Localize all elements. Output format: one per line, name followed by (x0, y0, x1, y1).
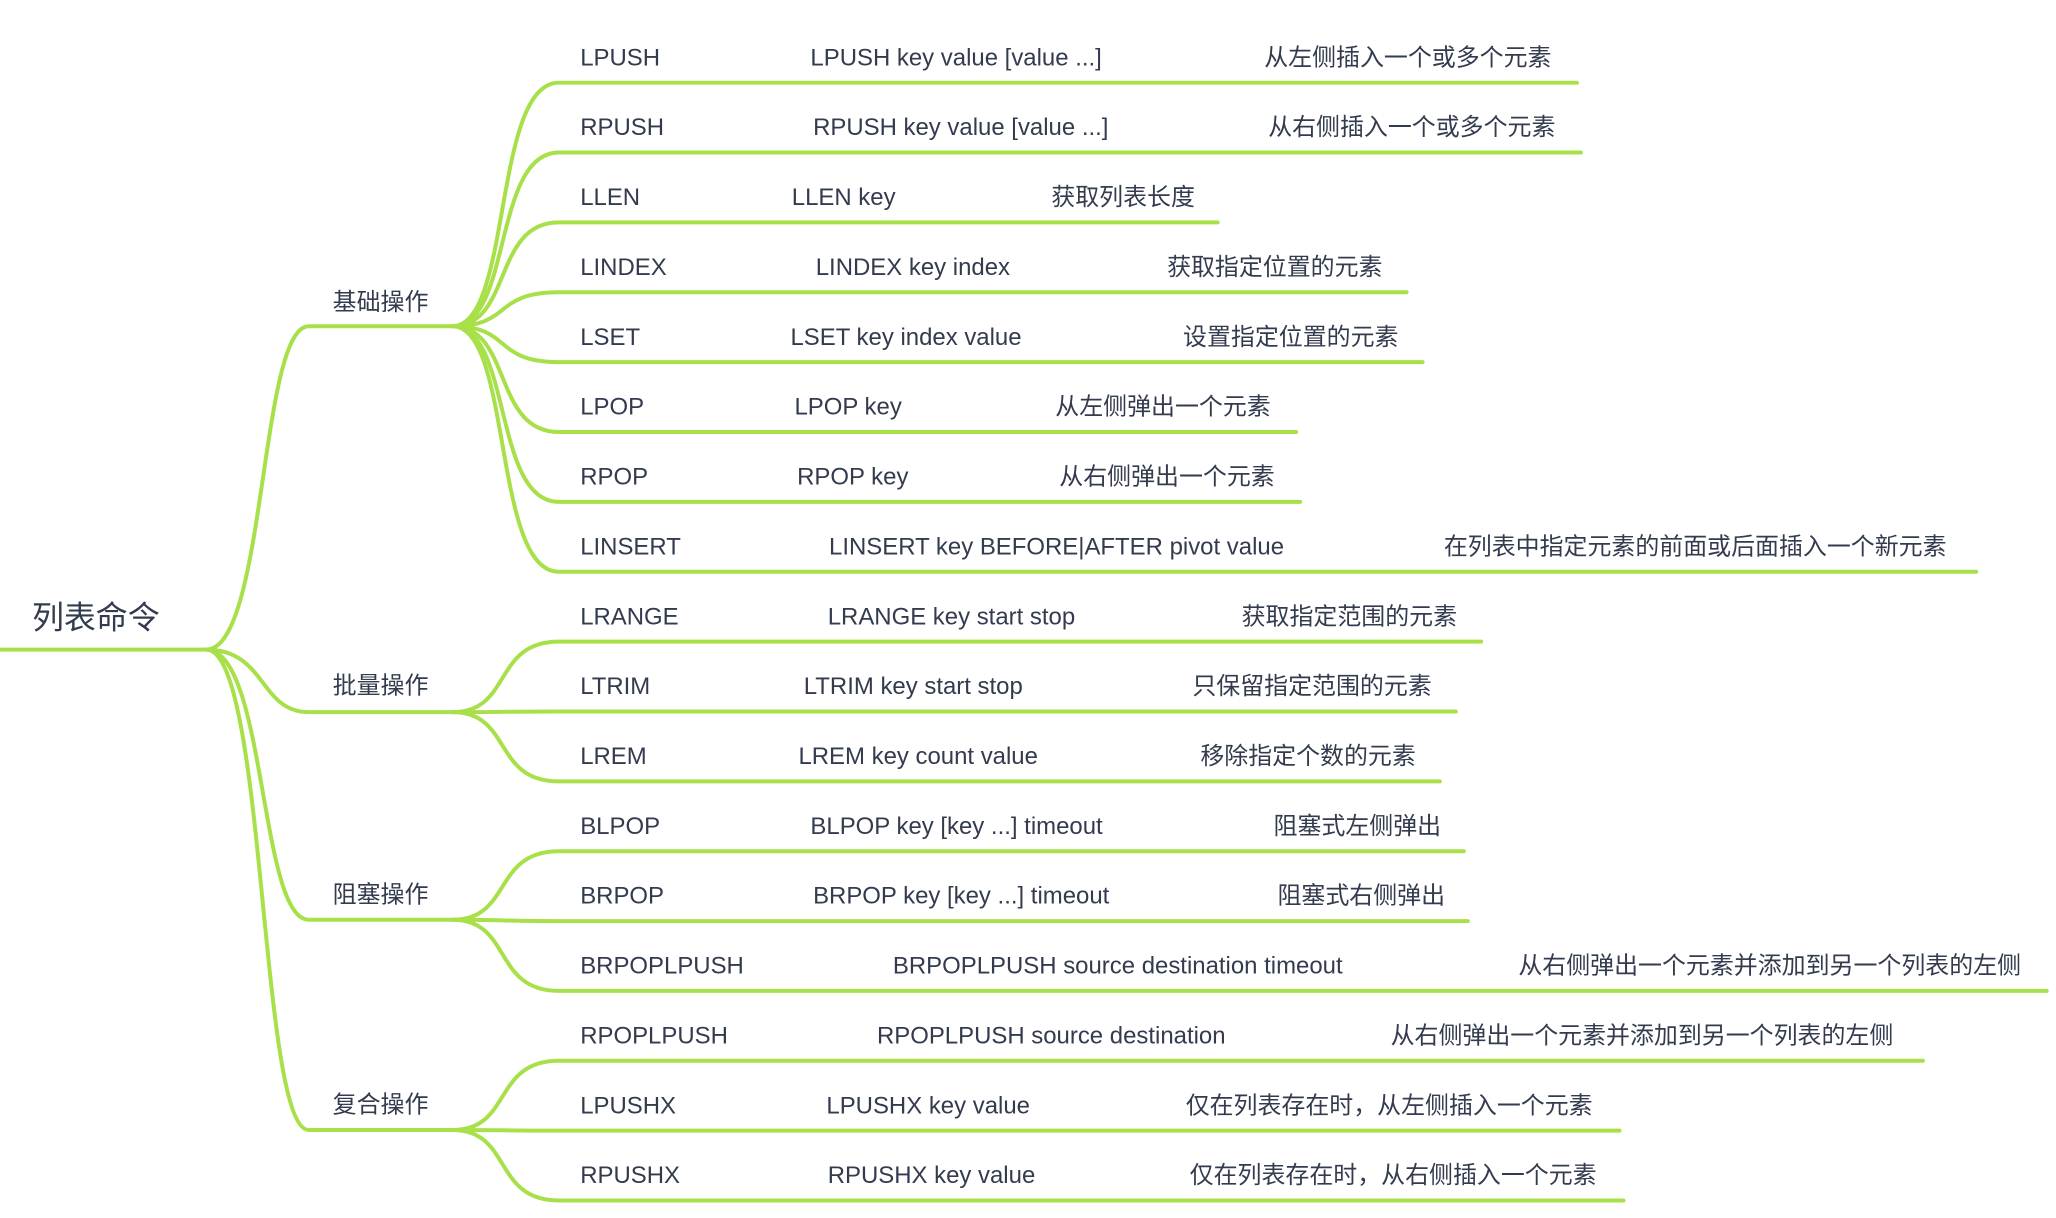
command-description: 获取列表长度 (1051, 184, 1195, 211)
command-row[interactable]: LTRIM LTRIM key start stop 只保留指定范围的元素 (450, 673, 1458, 715)
row-connector (450, 324, 1299, 435)
command-syntax: LREM key count value (798, 743, 1038, 770)
command-syntax: LPOP key (794, 394, 901, 421)
command-name: LINDEX (580, 254, 667, 281)
row-connector (450, 220, 1220, 329)
command-row[interactable]: BRPOP BRPOP key [key ...] timeout 阻塞式右侧弹出 (450, 883, 1470, 924)
row-connector (450, 1127, 1622, 1133)
command-description: 只保留指定范围的元素 (1192, 673, 1431, 700)
command-syntax: LSET key index value (790, 324, 1021, 351)
command-syntax: RPUSHX key value (828, 1162, 1036, 1189)
group-2: 阻塞操作 BLPOP BLPOP key [key ...] timeout 阻塞式左… (204, 647, 2049, 993)
command-row[interactable]: LRANGE LRANGE key start stop 获取指定范围的元素 (450, 603, 1484, 715)
command-syntax: LPUSHX key value (826, 1092, 1030, 1119)
command-name: RPOPLPUSH (580, 1022, 728, 1049)
group-connector (204, 647, 455, 922)
command-name: RPUSH (580, 114, 664, 141)
command-row[interactable]: BRPOPLPUSH BRPOPLPUSH source destination … (450, 917, 2049, 993)
command-description: 从右侧弹出一个元素并添加到另一个列表的左侧 (1518, 953, 2021, 980)
group-connector (204, 647, 455, 1132)
command-syntax: LINDEX key index (816, 254, 1010, 281)
command-name: LSET (580, 324, 640, 351)
group-3: 复合操作 RPOPLPUSH RPOPLPUSH source destinatio… (204, 647, 1925, 1203)
command-description: 从右侧弹出一个元素并添加到另一个列表的左侧 (1391, 1022, 1894, 1049)
row-connector (450, 1127, 1626, 1203)
command-description: 仅在列表存在时，从右侧插入一个元素 (1190, 1162, 1597, 1189)
command-syntax: LTRIM key start stop (804, 673, 1023, 700)
command-name: LRANGE (580, 603, 678, 630)
command-description: 从左侧插入一个或多个元素 (1264, 44, 1551, 71)
command-name: LINSERT (580, 533, 681, 560)
row-connector (450, 80, 1579, 329)
command-syntax: RPOPLPUSH source destination (877, 1022, 1226, 1049)
command-syntax: LRANGE key start stop (828, 603, 1075, 630)
command-syntax: BLPOP key [key ...] timeout (810, 813, 1103, 840)
command-row[interactable]: RPOPLPUSH RPOPLPUSH source destination 从右侧… (450, 1022, 1925, 1132)
command-name: LREM (580, 743, 647, 770)
row-connector (450, 917, 2049, 993)
row-connector (450, 290, 1409, 329)
command-row[interactable]: RPUSH RPUSH key value [value ...] 从右侧插入一个或… (450, 114, 1583, 329)
command-name: RPUSHX (580, 1162, 680, 1189)
command-description: 从右侧插入一个或多个元素 (1268, 114, 1555, 141)
row-connector (450, 324, 1303, 504)
command-name: LTRIM (580, 673, 650, 700)
group-label[interactable]: 阻塞操作 (333, 881, 429, 908)
group-label[interactable]: 复合操作 (333, 1092, 429, 1119)
command-description: 在列表中指定元素的前面或后面插入一个新元素 (1444, 533, 1947, 560)
group-label[interactable]: 批量操作 (333, 673, 429, 700)
row-connector (450, 324, 1425, 365)
command-syntax: BRPOPLPUSH source destination timeout (893, 953, 1343, 980)
command-syntax: RPUSH key value [value ...] (813, 114, 1108, 141)
command-row[interactable]: LINSERT LINSERT key BEFORE|AFTER pivot va… (450, 324, 1979, 574)
command-description: 获取指定范围的元素 (1242, 603, 1457, 630)
row-connector (450, 150, 1583, 329)
command-description: 从左侧弹出一个元素 (1055, 394, 1270, 421)
command-name: BRPOP (580, 883, 664, 910)
command-description: 阻塞式左侧弹出 (1274, 813, 1442, 840)
command-description: 阻塞式右侧弹出 (1278, 883, 1446, 910)
command-row[interactable]: BLPOP BLPOP key [key ...] timeout 阻塞式左侧弹出 (450, 813, 1466, 922)
row-connector (450, 709, 1458, 715)
command-row[interactable]: LSET LSET key index value 设置指定位置的元素 (450, 324, 1425, 365)
command-syntax: LLEN key (792, 184, 896, 211)
command-row[interactable]: LREM LREM key count value 移除指定个数的元素 (450, 710, 1442, 784)
command-description: 设置指定位置的元素 (1183, 324, 1398, 351)
row-connector (450, 710, 1442, 784)
row-connector (450, 1058, 1925, 1132)
command-name: LPUSHX (580, 1092, 676, 1119)
command-row[interactable]: RPUSHX RPUSHX key value 仅在列表存在时，从右侧插入一个元素 (450, 1127, 1626, 1203)
command-row[interactable]: LINDEX LINDEX key index 获取指定位置的元素 (450, 254, 1409, 329)
command-name: LPOP (580, 394, 644, 421)
command-syntax: LINSERT key BEFORE|AFTER pivot value (829, 533, 1284, 560)
command-description: 移除指定个数的元素 (1200, 743, 1415, 770)
root-node[interactable]: 列表命令 (32, 599, 160, 635)
row-connector (450, 917, 1470, 924)
command-syntax: BRPOP key [key ...] timeout (813, 883, 1110, 910)
command-name: LLEN (580, 184, 640, 211)
group-1: 批量操作 LRANGE LRANGE key start stop 获取指定范围的元素… (204, 603, 1484, 784)
command-row[interactable]: LPOP LPOP key 从左侧弹出一个元素 (450, 324, 1299, 435)
group-connector (204, 324, 455, 652)
group-label[interactable]: 基础操作 (333, 289, 429, 316)
command-row[interactable]: LPUSHX LPUSHX key value 仅在列表存在时，从左侧插入一个元素 (450, 1092, 1622, 1133)
group-0: 基础操作 LPUSH LPUSH key value [value ...] 从左侧插… (204, 44, 1979, 652)
command-syntax: RPOP key (797, 464, 908, 491)
command-syntax: LPUSH key value [value ...] (810, 44, 1101, 71)
command-description: 获取指定位置的元素 (1167, 254, 1382, 281)
command-row[interactable]: LLEN LLEN key 获取列表长度 (450, 184, 1220, 329)
command-row[interactable]: LPUSH LPUSH key value [value ...] 从左侧插入一个或… (450, 44, 1579, 329)
command-description: 仅在列表存在时，从左侧插入一个元素 (1186, 1092, 1593, 1119)
command-description: 从右侧弹出一个元素 (1059, 464, 1274, 491)
command-row[interactable]: RPOP RPOP key 从右侧弹出一个元素 (450, 324, 1303, 504)
row-connector (450, 639, 1484, 715)
row-connector (450, 849, 1466, 922)
command-name: BLPOP (580, 813, 660, 840)
command-name: LPUSH (580, 44, 660, 71)
command-name: BRPOPLPUSH (580, 953, 744, 980)
command-name: RPOP (580, 464, 648, 491)
row-connector (450, 324, 1979, 574)
group-connector (204, 647, 455, 715)
